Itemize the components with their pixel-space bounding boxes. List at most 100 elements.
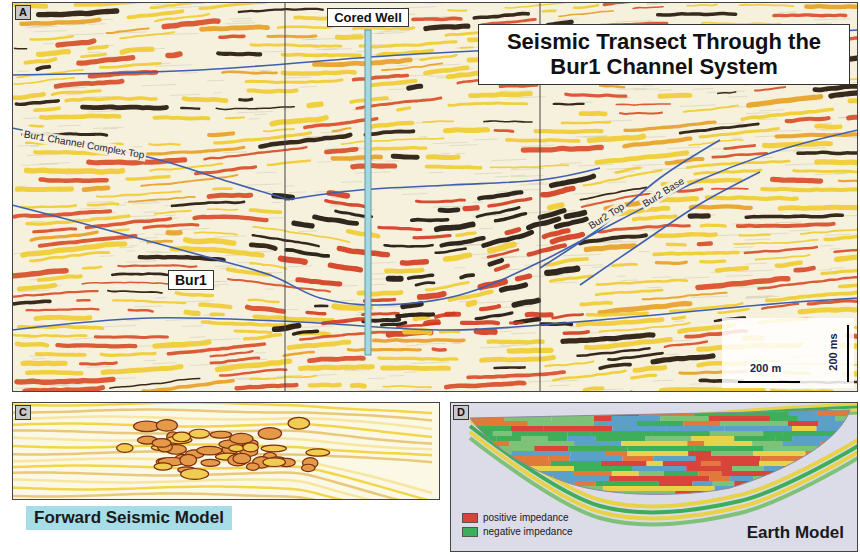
seismic-noise [254, 250, 275, 252]
seismic-noise [190, 364, 227, 365]
seismic-reflector [616, 104, 670, 105]
well-track [365, 30, 371, 355]
seismic-reflector [365, 131, 413, 134]
seismic-reflector [564, 332, 588, 333]
seismic-noise [762, 157, 773, 158]
seismic-reflector [23, 360, 65, 366]
seismic-noise [129, 245, 137, 246]
model-blob [156, 420, 177, 432]
seismic-noise [180, 72, 198, 74]
seismic-reflector [25, 388, 103, 391]
seismic-panel: ACored WellSeismic Transect Through the … [12, 2, 858, 392]
seismic-reflector [31, 124, 43, 127]
seismic-noise [576, 265, 603, 266]
channel-cell [819, 476, 858, 482]
channel-cell [521, 436, 548, 442]
model-blob [210, 431, 231, 438]
channel-cell [512, 431, 568, 437]
seismic-reflector [17, 344, 47, 346]
seismic-reflector [282, 54, 360, 55]
seismic-reflector [370, 123, 412, 127]
seismic-noise [99, 255, 114, 257]
seismic-noise [641, 85, 652, 86]
channel-cell [817, 426, 853, 432]
seismic-noise [474, 173, 502, 174]
seismic-reflector [323, 319, 365, 323]
channel-cell [775, 436, 793, 442]
seismic-noise [272, 202, 280, 203]
seismic-reflector [412, 218, 448, 222]
channel-cell [569, 456, 622, 462]
channel-cell [652, 431, 710, 437]
seismic-reflector [34, 229, 76, 232]
seismic-reflector [566, 94, 626, 96]
channel-cell [627, 451, 666, 457]
seismic-reflector [613, 264, 637, 265]
seismic-noise [480, 347, 510, 348]
seismic-noise [433, 142, 469, 143]
channel-cell [684, 421, 720, 427]
seismic-reflector [202, 27, 268, 29]
channel-cell [691, 436, 734, 442]
seismic-reflector [195, 232, 237, 234]
seismic-reflector [66, 98, 156, 101]
channel-cell [710, 476, 731, 482]
channel-cell [701, 461, 720, 467]
seismic-reflector [56, 81, 122, 86]
model-blob [258, 428, 281, 440]
seismic-reflector [831, 92, 858, 96]
seismic-reflector [707, 197, 797, 199]
channel-cell [782, 441, 820, 447]
seismic-reflector [740, 233, 770, 236]
seismic-reflector [620, 113, 662, 114]
seismic-noise [616, 21, 652, 22]
seismic-noise [32, 358, 45, 360]
seismic-noise [180, 228, 210, 229]
seismic-section [12, 2, 858, 392]
scale-label: 200 m [748, 362, 783, 374]
seismic-noise [419, 136, 427, 137]
channel-cell [748, 406, 777, 412]
channel-cell [849, 451, 858, 457]
seismic-ground [12, 2, 858, 392]
seismic-noise [88, 111, 121, 112]
seismic-reflector [214, 187, 232, 190]
seismic-reflector [168, 230, 180, 236]
seismic-reflector [286, 250, 328, 256]
seismic-reflector [448, 9, 466, 12]
seismic-noise [57, 125, 81, 127]
seismic-noise [455, 47, 480, 48]
seismic-reflector [739, 5, 793, 7]
channel-fill [465, 406, 858, 502]
seismic-reflector [496, 266, 508, 270]
seismic-reflector [509, 348, 551, 354]
seismic-reflector [717, 268, 747, 271]
seismic-noise [652, 276, 672, 278]
seismic-reflector [300, 367, 372, 369]
seismic-reflector [393, 156, 417, 157]
seismic-noise [225, 23, 255, 24]
grid-line [285, 2, 286, 392]
channel-cell [465, 441, 484, 447]
seismic-reflector [507, 230, 519, 233]
channel-cell [574, 466, 597, 472]
channel-cell [659, 481, 693, 487]
seismic-reflector [250, 263, 286, 268]
seismic-noise [560, 162, 581, 164]
seismic-reflector [446, 383, 524, 387]
channel-cell [524, 456, 549, 462]
seismic-reflector [309, 104, 321, 105]
seismic-reflector [691, 206, 751, 208]
seismic-reflector [77, 299, 89, 302]
seismic-reflector [103, 367, 181, 373]
channel-cell [511, 491, 536, 497]
seismic-noise [287, 266, 312, 267]
seismic-noise [132, 203, 160, 204]
seismic-reflector [420, 55, 456, 60]
seismic-reflector [597, 280, 687, 285]
seismic-reflector [550, 205, 562, 208]
seismic-noise [683, 277, 710, 278]
seismic-reflector [616, 168, 640, 173]
seismic-noise [693, 88, 713, 90]
seismic-reflector [479, 192, 521, 198]
